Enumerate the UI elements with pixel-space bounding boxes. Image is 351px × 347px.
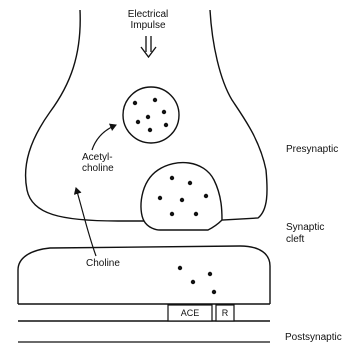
synaptic-cleft-label-line2: cleft — [286, 234, 304, 246]
ace-box-label: ACE — [168, 307, 212, 319]
choline-arrow — [76, 188, 96, 256]
impulse-label-line2: Impulse — [118, 20, 178, 32]
synaptic-vesicle — [123, 87, 179, 143]
presynaptic-label: Presynaptic — [286, 144, 338, 156]
choline-label: Choline — [86, 258, 120, 270]
acetylcholine-label-line2: choline — [82, 163, 114, 175]
vesicle-dots — [133, 98, 168, 132]
postsynaptic-label: Postsynaptic — [285, 332, 342, 344]
synaptic-cleft-label-line1: Synaptic — [286, 222, 324, 234]
impulse-arrow-icon — [141, 36, 156, 57]
released-acetylcholine-dots — [178, 266, 216, 294]
acetylcholine-arrow — [92, 125, 116, 150]
r-box-label: R — [216, 307, 234, 319]
fusing-vesicle-dots — [158, 176, 208, 216]
fusing-vesicle — [141, 163, 222, 221]
postsynaptic-membrane — [18, 246, 270, 304]
